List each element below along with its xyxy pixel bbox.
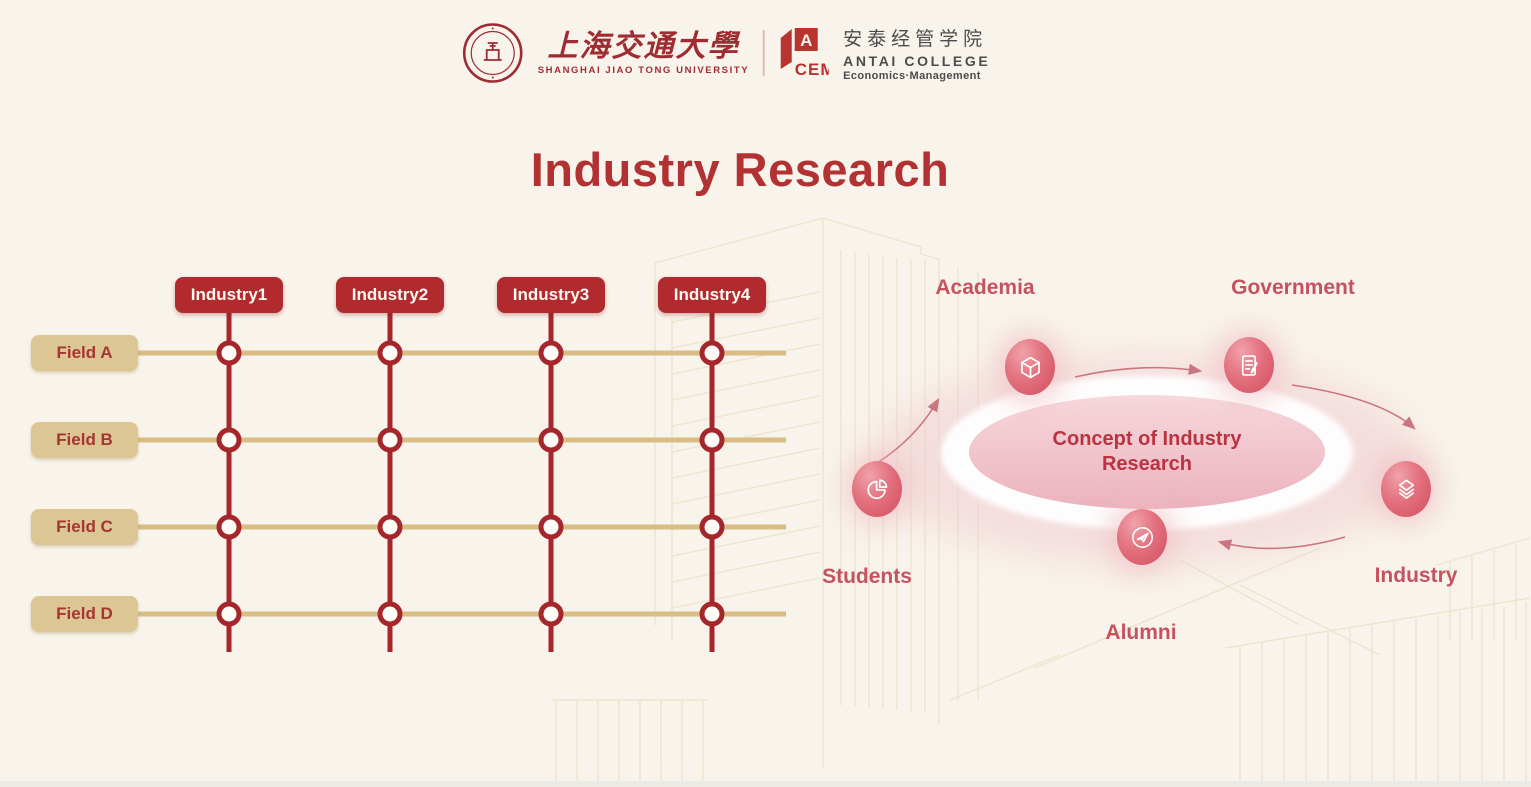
pie-chart-icon: [866, 478, 887, 499]
bottom-edge-strip: [0, 781, 1531, 787]
matrix-column-lines: [226, 310, 715, 652]
industry2-chip: Industry2: [336, 277, 444, 313]
cycle-center-line1: Concept of Industry: [1052, 428, 1242, 450]
industry-label: Industry: [1374, 564, 1458, 587]
matrix-row-lines: [136, 350, 786, 617]
header-logos: 上海交通大學 SHANGHAI JIAO TONG UNIVERSITY A C…: [462, 22, 991, 84]
alumni-node: [1117, 509, 1167, 565]
students-node: [852, 461, 902, 517]
acem-wordmark: 安泰经管学院 ANTAI COLLEGE Economics·Managemen…: [843, 24, 990, 82]
cycle-center-line2: Research: [1101, 453, 1193, 475]
sjtu-chinese-name: 上海交通大學: [547, 29, 740, 63]
sketch-line: [555, 700, 704, 787]
cube-icon: [1020, 356, 1040, 378]
svg-text:A: A: [801, 31, 813, 50]
industry4-chip: Industry4: [658, 277, 766, 313]
cycle-center-text: Concept of Industry Research: [1053, 427, 1242, 477]
academia-node: [1005, 339, 1055, 395]
acem-chinese-name: 安泰经管学院: [843, 29, 988, 50]
sketch-line: [949, 547, 1321, 701]
acem-logo-icon: A CEM: [781, 28, 829, 79]
arrow-academia-to-government: [1074, 363, 1203, 378]
sjtu-english-name: SHANGHAI JIAO TONG UNIVERSITY: [537, 64, 750, 76]
acem-english-name: ANTAI COLLEGE: [843, 53, 991, 69]
industry1-chip: Industry1: [175, 277, 283, 313]
industry3-chip: Industry3: [497, 277, 605, 313]
sketch-line: [654, 217, 824, 264]
sketch-line: [1239, 602, 1527, 787]
alumni-label: Alumni: [1105, 621, 1177, 644]
paper-plane-icon: [1131, 526, 1153, 548]
field-d-chip: Field D: [31, 596, 138, 632]
students-label: Students: [822, 565, 912, 588]
arrow-industry-to-alumni: [1217, 536, 1346, 551]
sketch-line: [1436, 537, 1531, 566]
industry-node: [1381, 461, 1431, 517]
svg-text:CEM: CEM: [795, 60, 829, 79]
page-title: Industry Research: [530, 143, 950, 196]
sketch-line: [1449, 544, 1517, 640]
cycle-inner-ellipse: [969, 395, 1325, 509]
sketch-line: [822, 217, 940, 260]
layers-icon: [1398, 478, 1414, 499]
sketch-line: [1179, 559, 1381, 656]
matrix-intersection-nodes: [216, 340, 725, 627]
academia-label: Academia: [935, 276, 1035, 299]
sjtu-seal-icon: [462, 23, 523, 83]
logo-divider: [763, 30, 766, 76]
field-a-chip: Field A: [31, 335, 138, 371]
document-edit-icon: [1241, 354, 1258, 376]
government-label: Government: [1231, 276, 1355, 299]
government-node: [1224, 337, 1274, 393]
acem-subtitle: Economics·Management: [843, 70, 981, 82]
sjtu-wordmark: 上海交通大學 SHANGHAI JIAO TONG UNIVERSITY: [537, 29, 750, 76]
field-c-chip: Field C: [31, 509, 138, 545]
sketch-line: [1224, 597, 1531, 649]
arrow-government-to-industry: [1291, 384, 1416, 430]
field-b-chip: Field B: [31, 422, 138, 458]
